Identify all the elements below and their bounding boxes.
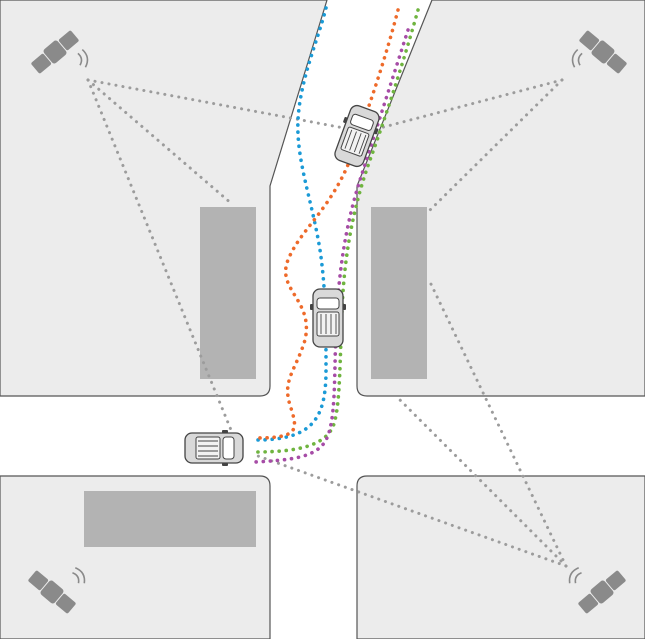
block-top-right xyxy=(356,0,645,397)
signal-wave-icon xyxy=(571,48,583,68)
trace-blue xyxy=(253,6,328,442)
building-right xyxy=(371,207,427,379)
building-left xyxy=(200,207,256,379)
signal-line xyxy=(378,78,564,130)
signal-waves xyxy=(72,48,583,584)
signal-wave-icon xyxy=(77,48,89,68)
buildings xyxy=(84,207,427,547)
car-icon xyxy=(309,288,347,348)
signal-lines xyxy=(86,78,568,568)
car-icon xyxy=(184,429,244,467)
signal-line xyxy=(428,280,568,568)
signal-line xyxy=(256,454,568,568)
signal-line xyxy=(86,78,346,130)
trace-orange xyxy=(253,8,400,440)
building-bottom-left xyxy=(84,491,256,547)
signal-line xyxy=(86,78,242,454)
signal-line xyxy=(428,78,564,212)
signal-wave-icon xyxy=(72,566,86,584)
signal-wave-icon xyxy=(568,566,582,584)
block-bottom-right xyxy=(356,475,645,639)
